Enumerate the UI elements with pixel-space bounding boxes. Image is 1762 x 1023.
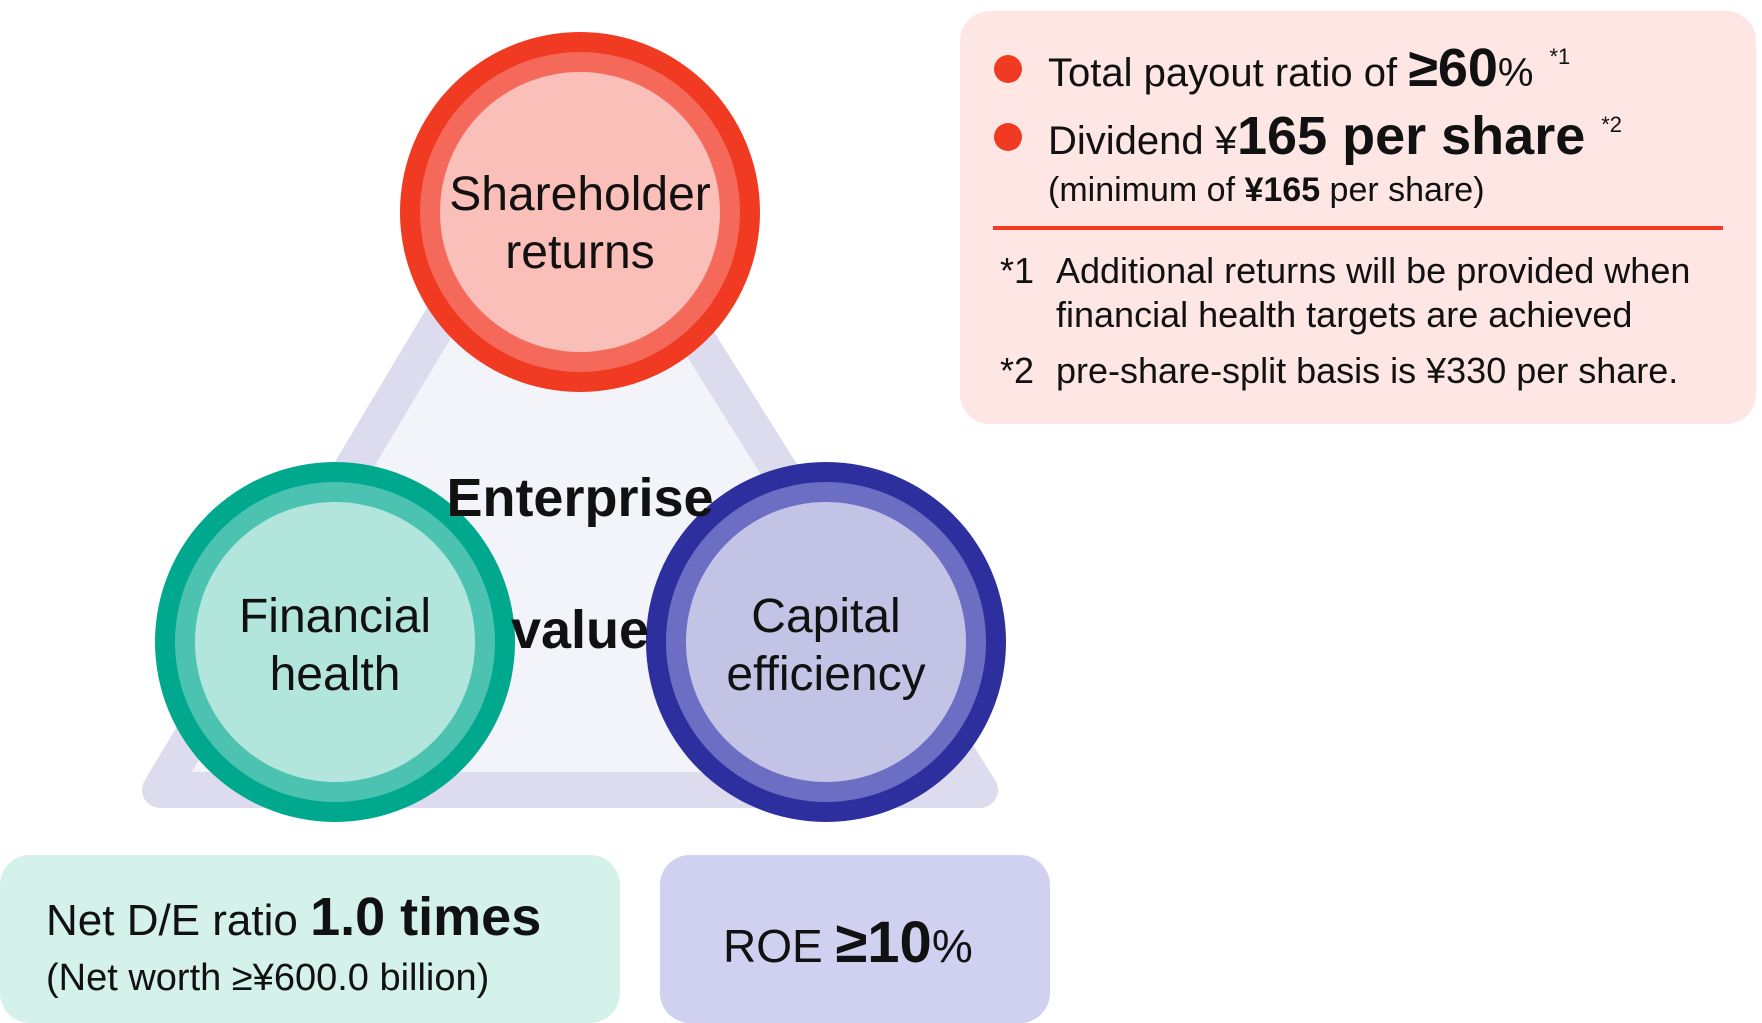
footnote-2-mark: *2	[1000, 350, 1035, 391]
capital-efficiency-label: Capital efficiency	[726, 590, 926, 701]
payout-footnote-mark: *1	[1549, 44, 1571, 69]
shareholder-returns-core	[440, 72, 720, 352]
financial-health-circle	[155, 462, 515, 822]
footnote-2-text: pre-share-split basis is ¥330 per share.	[1056, 350, 1679, 391]
net-de-ratio-line: Net D/E ratio 1.0 times	[46, 885, 541, 953]
payout-text: Total payout ratio of	[1048, 51, 1409, 95]
shareholder-returns-label: Shareholder returns	[449, 168, 711, 279]
enterprise-value-line2: value	[510, 599, 650, 660]
dividend-text: Dividend ¥	[1048, 119, 1238, 163]
capital-efficiency-circle	[646, 462, 1006, 822]
footnote-1: *1 Additional returns will be provided w…	[1000, 249, 1740, 339]
financial-health-label: Financial health	[238, 590, 432, 701]
dividend-footnote-mark: *2	[1601, 112, 1623, 137]
roe-unit: %	[931, 920, 973, 972]
roe-label: ROE	[723, 920, 836, 972]
enterprise-value-label: Enterprise value	[420, 400, 740, 664]
net-worth-line: (Net worth ≥¥600.0 billion)	[46, 957, 490, 999]
payout-value: ≥60	[1408, 38, 1498, 98]
minimum-value: ¥165	[1244, 171, 1321, 209]
dividend-line: Dividend ¥165 per share *2	[1048, 103, 1622, 180]
financial-health-core	[195, 502, 475, 782]
payout-bullet-icon	[994, 55, 1022, 83]
enterprise-value-line1: Enterprise	[446, 467, 714, 528]
shareholder-returns-circle	[400, 32, 760, 392]
roe-value: ≥10	[835, 910, 932, 975]
footnote-1-text: Additional returns will be provided when…	[1056, 250, 1691, 335]
dividend-minimum-line: (minimum of ¥165 per share)	[1048, 168, 1485, 212]
shareholder-returns-panel: Total payout ratio of ≥60% *1 Dividend ¥1…	[960, 11, 1756, 424]
minimum-suffix: per share)	[1320, 171, 1485, 209]
payout-unit: %	[1497, 51, 1534, 95]
footnote-1-mark: *1	[1000, 250, 1035, 291]
roe-line: ROE ≥10%	[723, 907, 973, 982]
footnote-2: *2 pre-share-split basis is ¥330 per sha…	[1000, 349, 1740, 395]
financial-health-target-panel: Net D/E ratio 1.0 times (Net worth ≥¥600…	[0, 855, 620, 1023]
capital-efficiency-target-panel: ROE ≥10%	[660, 855, 1050, 1023]
panel-divider	[993, 226, 1723, 230]
payout-ratio-line: Total payout ratio of ≥60% *1	[1048, 33, 1570, 114]
dividend-value: 165 per share	[1237, 106, 1586, 166]
net-de-label: Net D/E ratio	[46, 896, 311, 945]
net-de-value: 1.0 times	[310, 887, 542, 947]
dividend-bullet-icon	[994, 123, 1022, 151]
capital-efficiency-core	[686, 502, 966, 782]
minimum-prefix: (minimum of	[1048, 171, 1245, 209]
